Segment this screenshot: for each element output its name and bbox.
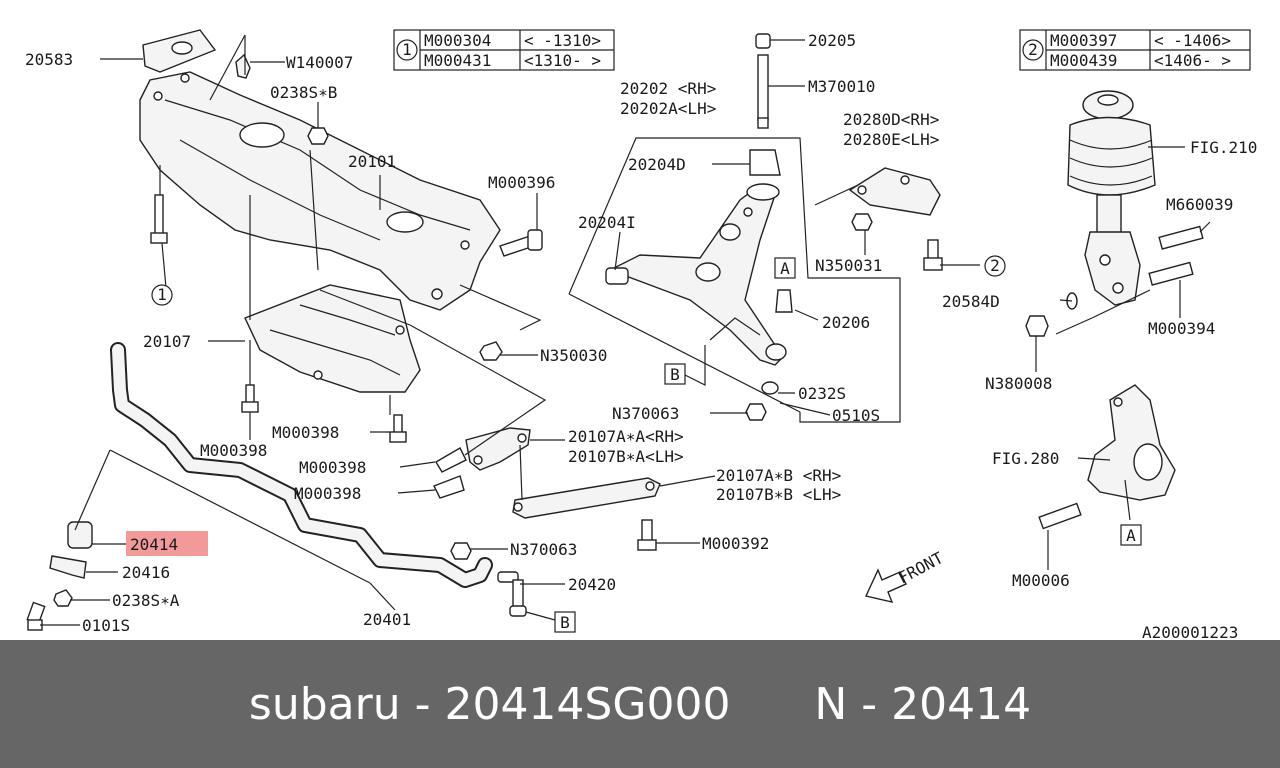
table-2-number: 2: [1028, 40, 1038, 59]
part-label[interactable]: M00006: [1012, 571, 1070, 590]
table-2-cell: < -1406>: [1154, 31, 1231, 50]
crossmember-drawing: [139, 29, 501, 311]
part-label[interactable]: 20584D: [942, 292, 1000, 311]
table-2-cell: <1406- >: [1154, 51, 1231, 70]
part-label[interactable]: 20204I: [578, 213, 636, 232]
front-arrow-icon: [865, 568, 907, 603]
part-label[interactable]: 20583: [25, 50, 73, 69]
part-label[interactable]: N370063: [612, 404, 679, 423]
part-label[interactable]: 20416: [122, 563, 170, 582]
table-1-cell: M000431: [424, 51, 491, 70]
knuckle-drawing: [1087, 384, 1176, 501]
leader-lines: [40, 34, 1211, 626]
banner-catalog-ref: N - 20414: [814, 678, 1032, 730]
banner-brand: subaru: [248, 678, 401, 730]
banner-gap: [730, 679, 814, 730]
under-cover-drawing: [244, 284, 421, 393]
part-label-highlighted[interactable]: 20414: [130, 535, 178, 554]
part-label[interactable]: M660039: [1166, 195, 1233, 214]
part-label[interactable]: M000396: [488, 173, 555, 192]
part-label[interactable]: 20107A∗A<RH>: [568, 427, 684, 446]
part-label[interactable]: 0238S∗A: [112, 591, 180, 610]
table-1-cell: <1310- >: [524, 51, 601, 70]
part-label[interactable]: M000398: [299, 458, 366, 477]
part-label[interactable]: N350030: [540, 346, 607, 365]
part-label[interactable]: N370063: [510, 540, 577, 559]
arm-bracket-drawing: [848, 167, 941, 216]
table-2: 2 M000397 < -1406> M000439 <1406- >: [1019, 29, 1251, 71]
parts-diagram: 1 M000304 < -1310> M000431 <1310- > 2 M0…: [25, 29, 1257, 640]
part-label[interactable]: N350031: [815, 256, 882, 275]
part-label[interactable]: M000398: [200, 441, 267, 460]
table-1: 1 M000304 < -1310> M000431 <1310- >: [393, 29, 615, 71]
callout-a: A: [1126, 526, 1136, 545]
part-label[interactable]: M000394: [1148, 319, 1215, 338]
part-label[interactable]: 0510S: [832, 406, 880, 425]
part-label[interactable]: 20101: [348, 152, 396, 171]
part-label[interactable]: 20202 <RH>: [620, 79, 716, 98]
part-label[interactable]: 20107B∗B <LH>: [716, 485, 841, 504]
part-label[interactable]: M000392: [702, 534, 769, 553]
part-label[interactable]: M000398: [272, 423, 339, 442]
table-1-cell: < -1310>: [524, 31, 601, 50]
part-label[interactable]: 20204D: [628, 155, 686, 174]
banner-separator: -: [400, 678, 445, 730]
front-label: FRONT: [895, 548, 947, 588]
part-label[interactable]: M000398: [294, 484, 361, 503]
part-label[interactable]: 20420: [568, 575, 616, 594]
part-label[interactable]: N380008: [985, 374, 1052, 393]
diagram-reference: A200001223: [1142, 623, 1238, 640]
part-label[interactable]: 20401: [363, 610, 411, 629]
lower-arm-drawing: [605, 149, 793, 366]
part-label[interactable]: 0238S∗B: [270, 83, 337, 102]
table-1-number: 1: [402, 40, 412, 59]
part-label[interactable]: 20107: [143, 332, 191, 351]
callout-1: 1: [157, 285, 167, 304]
part-label[interactable]: 20280D<RH>: [843, 110, 939, 129]
reinforcement-drawing: [465, 427, 661, 519]
strut-drawing: [1067, 90, 1156, 306]
part-label[interactable]: 20107A∗B <RH>: [716, 466, 841, 485]
part-label[interactable]: 20107B∗A<LH>: [568, 447, 684, 466]
part-label[interactable]: FIG.280: [992, 449, 1059, 468]
table-2-cell: M000439: [1050, 51, 1117, 70]
callout-b: B: [560, 613, 570, 632]
banner-part-number: 20414SG000: [444, 678, 731, 730]
part-label[interactable]: M370010: [808, 77, 875, 96]
part-label[interactable]: 20202A<LH>: [620, 99, 716, 118]
callout-markers: 1 2 A A B B: [151, 255, 1142, 633]
part-label[interactable]: 20205: [808, 31, 856, 50]
part-label[interactable]: 0101S: [82, 616, 130, 635]
part-label[interactable]: W140007: [286, 53, 353, 72]
callout-a: A: [780, 259, 790, 278]
part-label[interactable]: FIG.210: [1190, 138, 1257, 157]
stabilizer-bar-drawing: [26, 342, 527, 631]
part-label[interactable]: 0232S: [798, 384, 846, 403]
table-2-cell: M000397: [1050, 31, 1117, 50]
table-1-cell: M000304: [424, 31, 491, 50]
bolt-drawings: [150, 33, 1204, 560]
part-label[interactable]: 20206: [822, 313, 870, 332]
part-label[interactable]: 20280E<LH>: [843, 130, 939, 149]
part-labels: 20583 W140007 0238S∗B 20101 M000396 2020…: [25, 31, 1257, 635]
part-highlight: [126, 531, 208, 556]
callout-b: B: [670, 365, 680, 384]
part-number-banner: subaru - 20414SG000 N - 20414: [0, 640, 1280, 768]
callout-2: 2: [990, 256, 1000, 275]
